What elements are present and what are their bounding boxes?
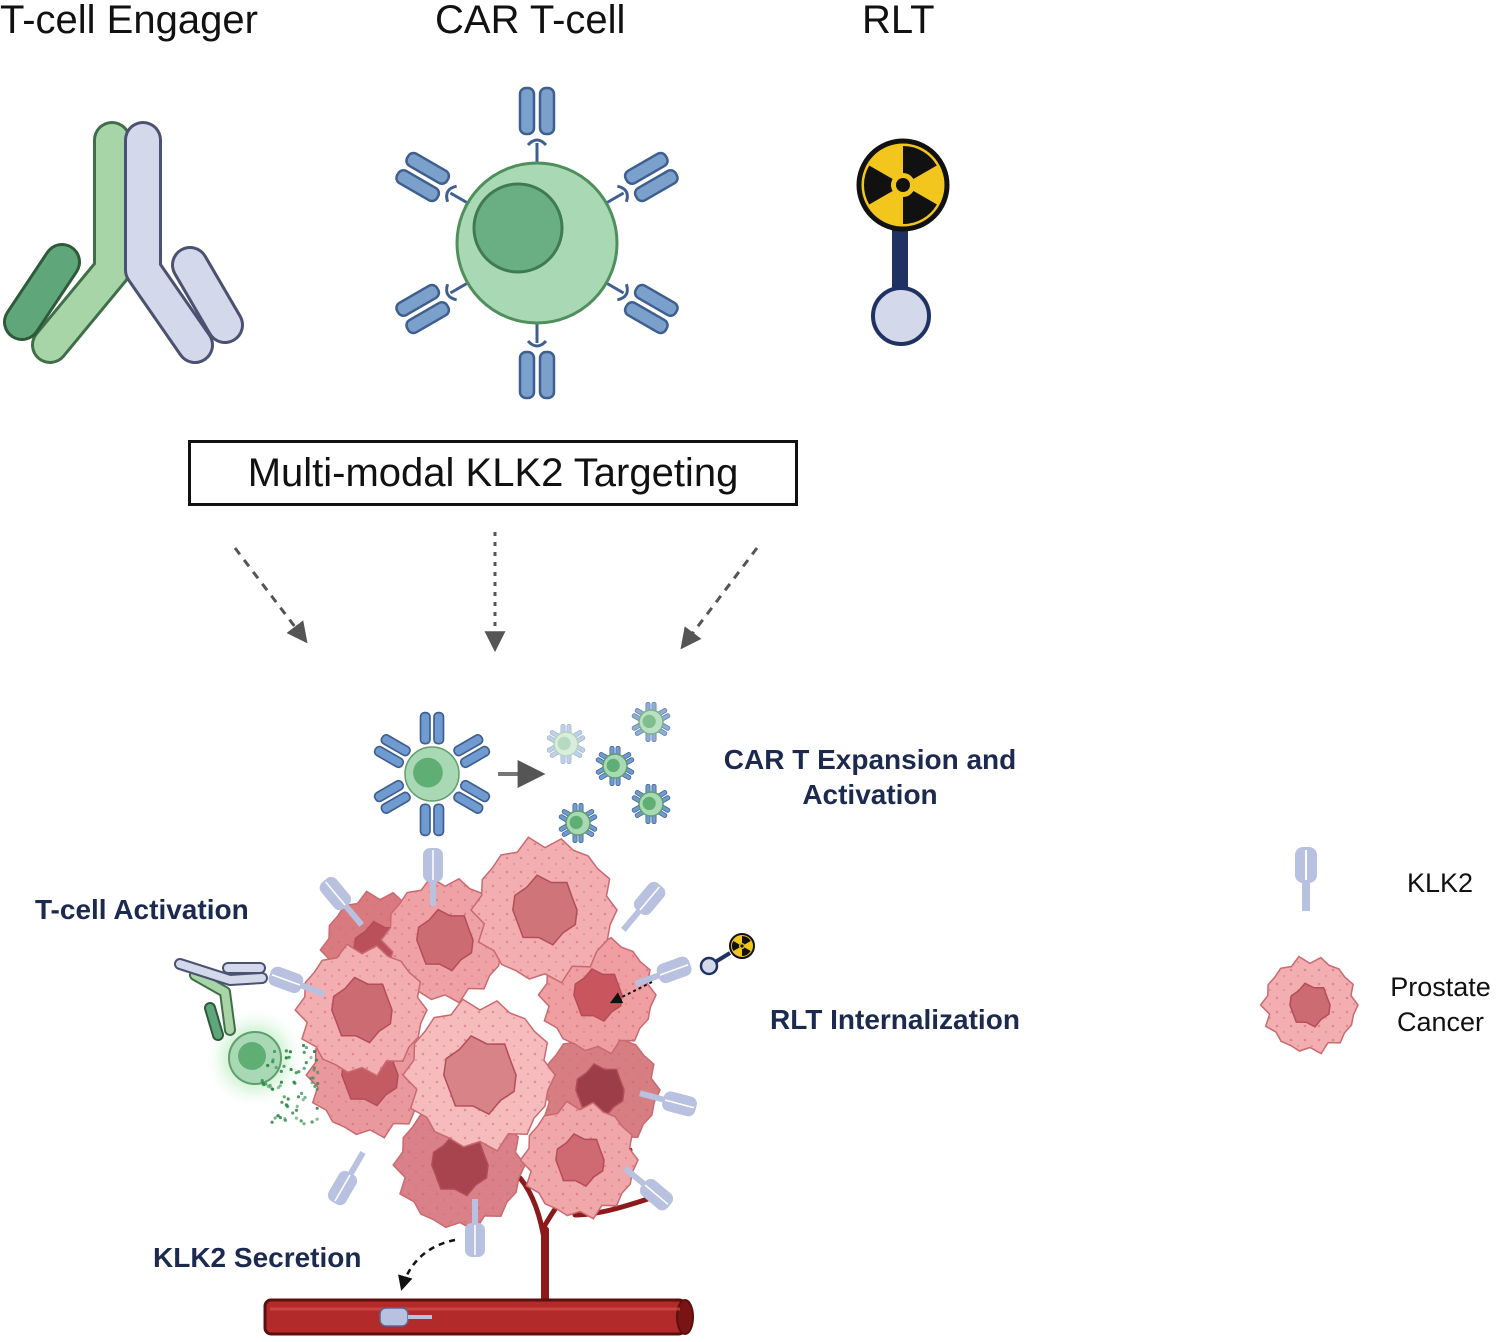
legend-prostate-cancer-icon	[1261, 957, 1358, 1054]
legend-prostate-cancer-label: Prostate Cancer	[1378, 970, 1500, 1040]
car-expansion-line1: CAR T Expansion and	[720, 742, 1020, 777]
targeting-arrows	[235, 532, 757, 648]
car-t-cell-title: CAR T-cell	[435, 0, 625, 40]
t-cell-activation-label: T-cell Activation	[35, 892, 249, 927]
multimodal-targeting-label: Multi-modal KLK2 Targeting	[248, 451, 739, 496]
t-cell-engager-title: T-cell Engager	[0, 0, 258, 40]
car-expansion-line2: Activation	[720, 777, 1020, 812]
secretion-arrow	[402, 1240, 455, 1288]
klk2-secretion-label: KLK2 Secretion	[153, 1240, 362, 1275]
legend-klk2-icon	[1295, 847, 1317, 911]
car-expansion-label: CAR T Expansion and Activation	[720, 742, 1020, 812]
car-t-expansion	[373, 702, 670, 842]
rlt-icon	[852, 141, 947, 344]
rlt-internalization-label: RLT Internalization	[770, 1002, 1020, 1037]
legend-klk2-label: KLK2	[1395, 866, 1485, 901]
legend-prostate-line1: Prostate	[1378, 970, 1500, 1005]
legend-prostate-line2: Cancer	[1378, 1005, 1500, 1040]
multimodal-targeting-box: Multi-modal KLK2 Targeting	[188, 440, 798, 506]
rlt-title: RLT	[862, 0, 935, 40]
radiation-icon	[852, 141, 947, 234]
car-t-cell-icon	[394, 88, 679, 398]
t-cell-engager-icon	[22, 140, 225, 345]
